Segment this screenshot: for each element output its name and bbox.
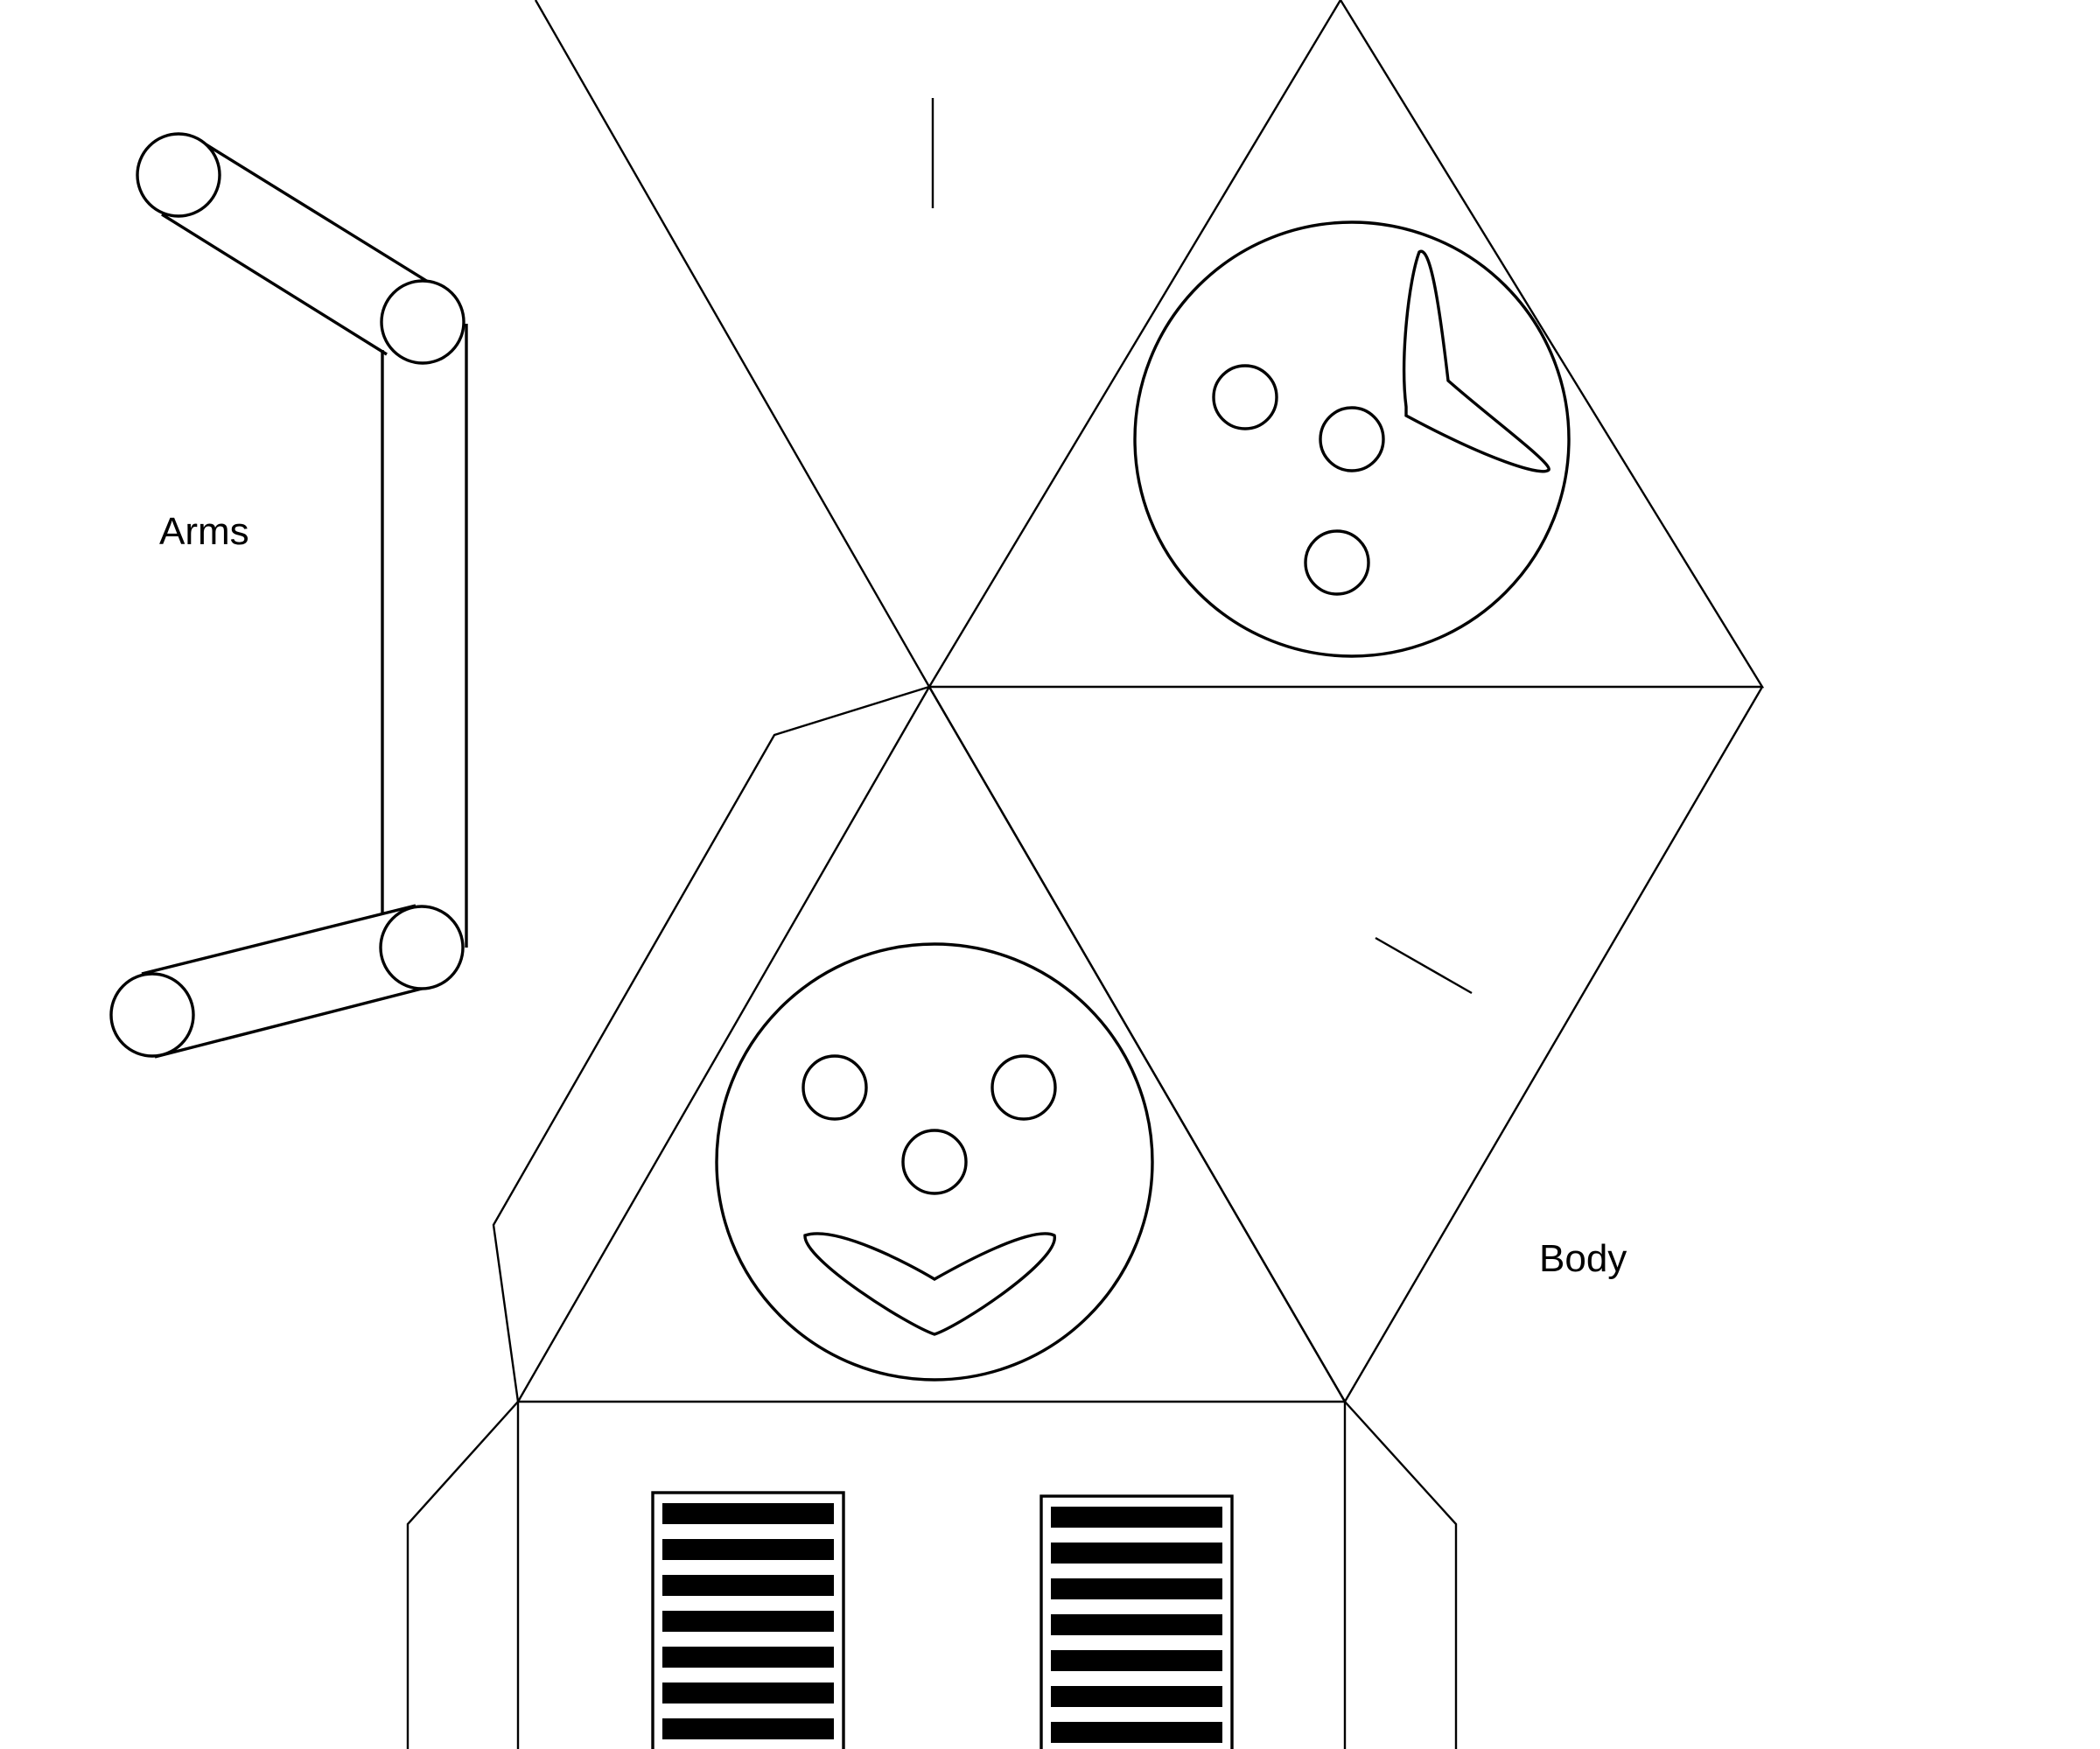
upper-arm-edge-bottom — [161, 213, 388, 356]
head-net — [492, 0, 1765, 1404]
vent-right-bar-2 — [1051, 1543, 1222, 1564]
arm-joint-upper-elbow — [380, 279, 466, 365]
cut-slit-right — [1375, 936, 1473, 995]
vent-left-bar-6 — [662, 1683, 834, 1704]
vent-right-bar-7 — [1051, 1722, 1222, 1743]
arm-joint-top — [136, 132, 221, 218]
right-head-triangle — [929, 0, 1765, 689]
back-head-circle — [1133, 220, 1571, 658]
right-eye — [990, 1054, 1057, 1121]
vent-right-bar-5 — [1051, 1650, 1222, 1671]
face — [715, 942, 1154, 1382]
body-tab-left — [406, 1401, 519, 1749]
back-dot-2 — [1319, 406, 1385, 472]
body-side-triangle — [928, 686, 1764, 1404]
face-triangle — [515, 684, 1348, 1403]
body-panel — [406, 1401, 1458, 1749]
vent-left-bar-5 — [662, 1647, 834, 1668]
vent-left-bar-4 — [662, 1611, 834, 1632]
glue-tab-left — [492, 685, 930, 1403]
back-dot-3 — [1304, 529, 1370, 596]
vent-right-frame — [1040, 1494, 1234, 1749]
body-tab-right — [1344, 1401, 1458, 1749]
back-dot-1 — [1212, 364, 1278, 430]
arms-diagram — [109, 132, 468, 1059]
back-hand-mark — [1402, 249, 1550, 473]
vent-right-bar-1 — [1051, 1507, 1222, 1528]
upper-arm-edge-top — [202, 141, 447, 295]
vent-right-bars — [1051, 1507, 1222, 1743]
arm-joint-lower-elbow — [379, 905, 465, 990]
vent-left-bar-1 — [662, 1503, 834, 1524]
face-circle — [715, 942, 1154, 1382]
left-eye — [802, 1054, 868, 1121]
left-large-triangle — [534, 0, 1342, 689]
vent-left-frame — [651, 1491, 845, 1749]
vent-right-bar-4 — [1051, 1614, 1222, 1635]
vent-left-bar-2 — [662, 1539, 834, 1560]
vent-left-bar-3 — [662, 1575, 834, 1596]
arm-joint-bottom — [109, 972, 195, 1058]
body-label: Body — [1539, 1237, 1627, 1280]
lower-arm-edge-top — [141, 904, 416, 976]
smile-mouth — [803, 1232, 1056, 1336]
lower-arm-edge-bottom — [154, 987, 423, 1059]
arms-label: Arms — [159, 510, 249, 553]
vent-right-bar-3 — [1051, 1578, 1222, 1599]
nose — [901, 1129, 968, 1195]
vent-right-bar-6 — [1051, 1686, 1222, 1707]
vent-left-bar-7 — [662, 1718, 834, 1739]
vent-left-bars — [662, 1503, 834, 1739]
back-of-head — [1133, 220, 1571, 658]
